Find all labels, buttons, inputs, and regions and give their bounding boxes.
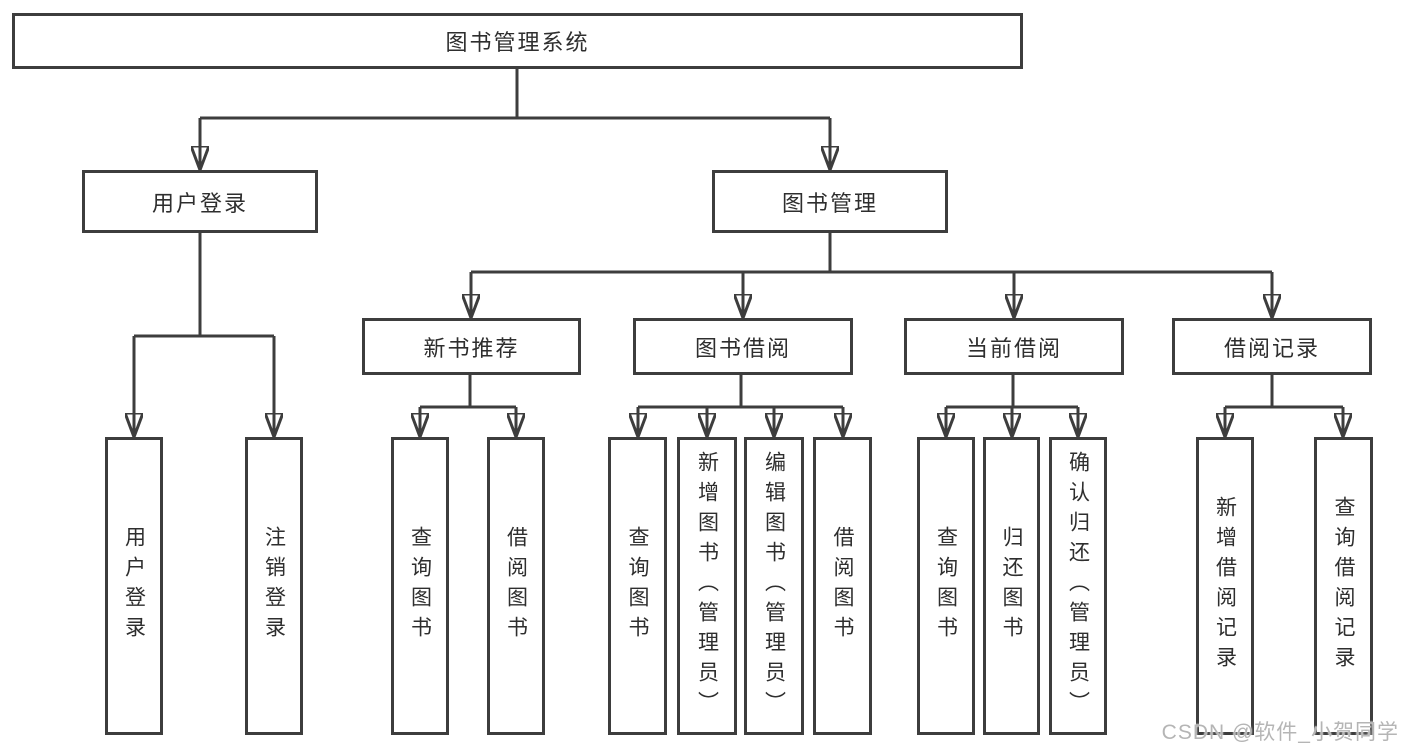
connector-bb-group [638,375,843,409]
leaf-user-login: 用户登录 [105,437,163,735]
leaf-bb-edit-books-admin: 编辑图书（管理员） [744,437,804,735]
connector-nb-group [420,375,516,409]
node-new-book-recommend: 新书推荐 [362,318,581,375]
leaf-cb-return-books: 归还图书 [983,437,1040,735]
leaf-logout-login: 注销登录 [245,437,303,735]
leaf-nb-borrow-books: 借阅图书 [487,437,545,735]
leaf-bb-borrow-books: 借阅图书 [813,437,872,735]
node-book-borrow: 图书借阅 [633,318,853,375]
node-library-management-system: 图书管理系统 [12,13,1023,69]
connector-br-group [1225,375,1343,409]
leaf-bb-add-books-admin: 新增图书（管理员） [677,437,737,735]
node-borrow-records: 借阅记录 [1172,318,1372,375]
csdn-watermark: CSDN @软件_小贺同学 [1161,721,1399,744]
leaf-br-add-record: 新增借阅记录 [1196,437,1254,735]
leaf-bb-query-books: 查询图书 [608,437,667,735]
leaf-br-query-record: 查询借阅记录 [1314,437,1373,735]
leaf-cb-confirm-return-admin: 确认归还（管理员） [1049,437,1107,735]
connector-cb-group [946,375,1078,409]
connector-mgmt-l3 [471,233,1272,274]
connector-login-group [134,233,274,338]
node-book-management: 图书管理 [712,170,948,233]
leaf-nb-query-books: 查询图书 [391,437,449,735]
node-current-borrow: 当前借阅 [904,318,1124,375]
node-user-login: 用户登录 [82,170,318,233]
connector-root-l2 [200,69,830,120]
leaf-cb-query-books: 查询图书 [917,437,975,735]
